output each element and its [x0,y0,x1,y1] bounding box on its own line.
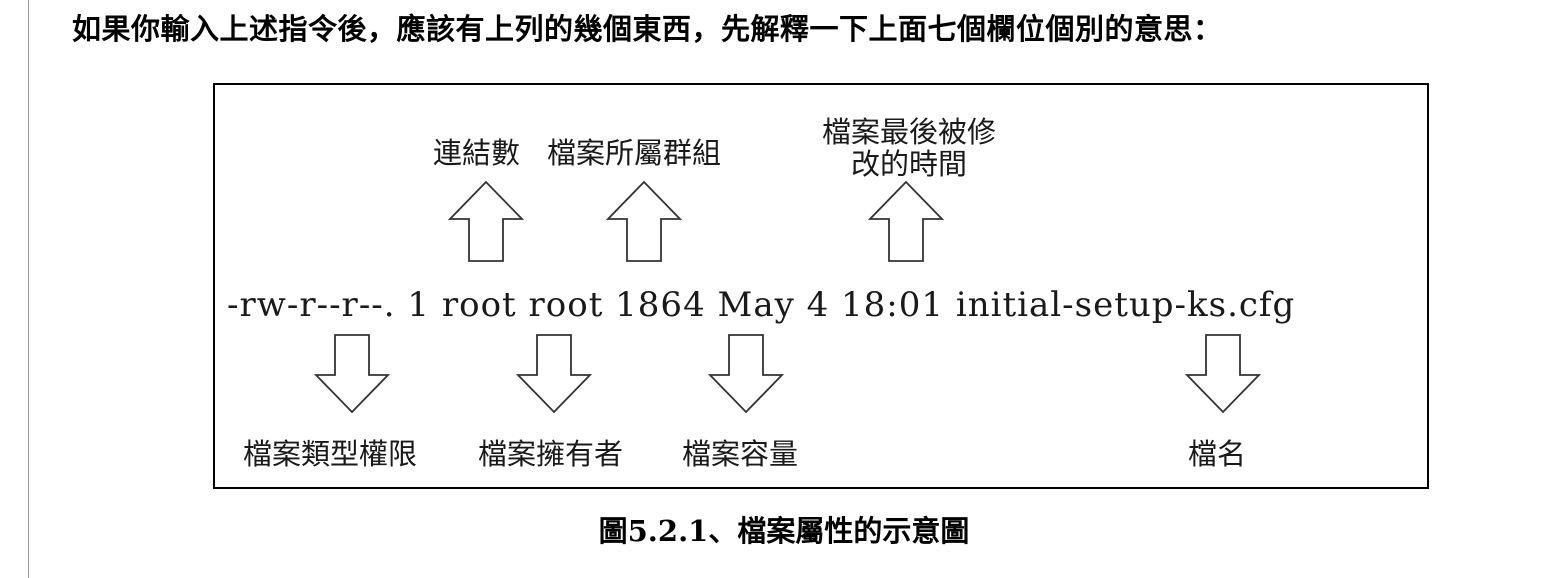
arrows-layer [313,180,1262,414]
down-arrow-size [707,334,785,414]
up-arrow-link-count [447,180,525,262]
left-border-line [28,0,29,578]
label-mtime: 檔案最後被修 改的時間 [809,116,1009,180]
label-mtime-line1: 檔案最後被修 [821,115,996,149]
intro-paragraph: 如果你輸入上述指令後，應該有上列的幾個東西，先解釋一下上面七個欄位個別的意思： [72,12,1223,46]
label-link-count: 連結數 [433,136,521,170]
up-arrow-group [605,180,683,262]
file-attributes-figure: 連結數 檔案所屬群組 檔案最後被修 改的時間 -rw-r--r--. 1 roo… [213,83,1429,489]
label-group: 檔案所屬群組 [547,136,722,170]
down-arrow-owner [515,334,593,414]
up-arrow-mtime [867,180,945,262]
figure-caption: 圖5.2.1、檔案屬性的示意圖 [598,514,970,548]
down-arrow-filename [1184,334,1262,414]
label-filename: 檔名 [1188,437,1247,471]
down-arrow-type-permission [313,334,391,414]
label-size: 檔案容量 [682,437,799,471]
label-type-permission: 檔案類型權限 [243,437,418,471]
label-mtime-line2: 改的時間 [850,147,967,181]
label-owner: 檔案擁有者 [478,437,624,471]
ls-output-line: -rw-r--r--. 1 root root 1864 May 4 18:01… [227,285,1296,325]
